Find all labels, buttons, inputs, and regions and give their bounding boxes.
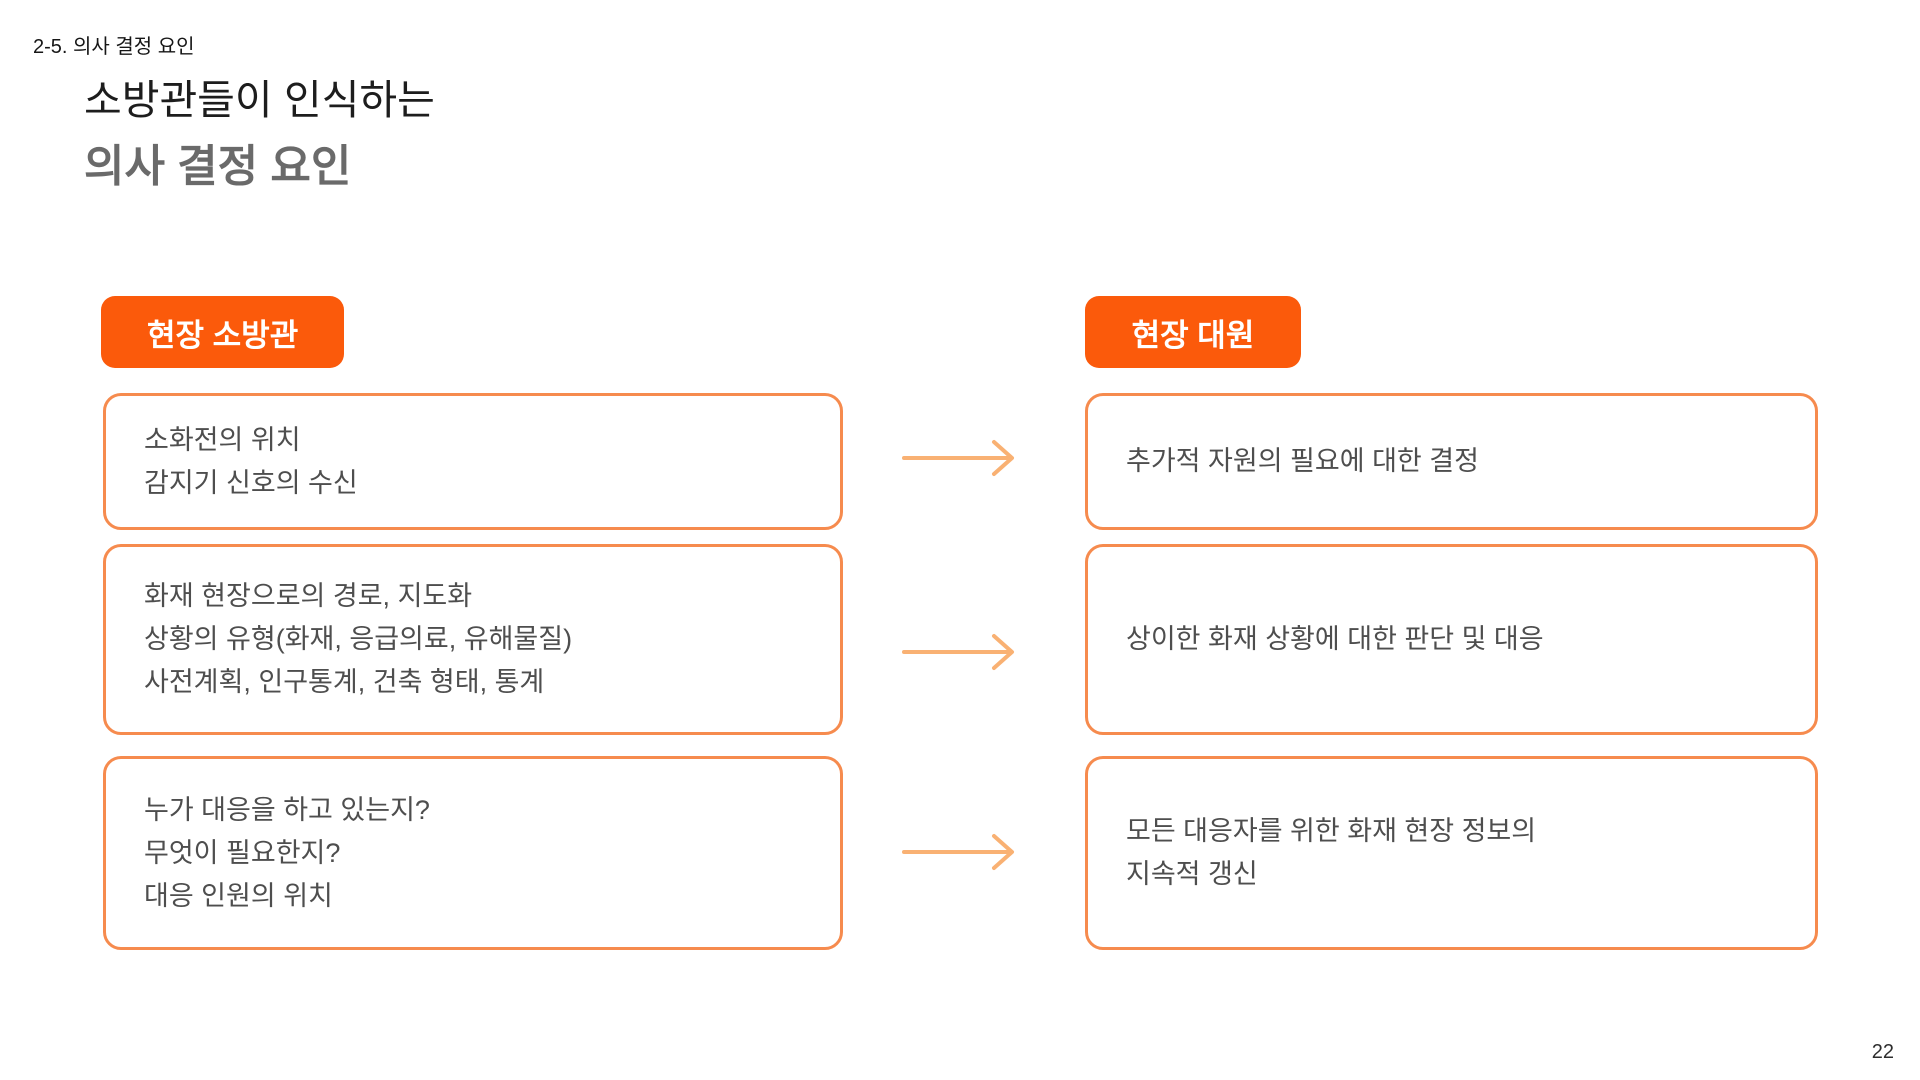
left-box-1: 소화전의 위치 감지기 신호의 수신: [103, 393, 843, 530]
left-box-2-line-3: 사전계획, 인구통계, 건축 형태, 통계: [144, 667, 545, 697]
left-box-3-line-3: 대응 인원의 위치: [144, 880, 333, 911]
left-box-3: 누가 대응을 하고 있는지? 무엇이 필요한지? 대응 인원의 위치: [103, 756, 843, 950]
right-box-1-line-1: 추가적 자원의 필요에 대한 결정: [1126, 446, 1479, 476]
left-box-2: 화재 현장으로의 경로, 지도화 상황의 유형(화재, 응급의료, 유해물질) …: [103, 544, 843, 735]
right-arrow-icon: [902, 834, 1014, 870]
left-box-2-line-2: 상황의 유형(화재, 응급의료, 유해물질): [144, 624, 573, 654]
slide-title-line1: 소방관들이 인식하는: [84, 77, 435, 123]
right-box-2-line-1: 상이한 화재 상황에 대한 판단 및 대응: [1126, 624, 1544, 654]
left-box-3-line-1: 누가 대응을 하고 있는지?: [144, 794, 430, 825]
badge-field-firefighter: 현장 소방관: [101, 296, 345, 368]
right-box-1: 추가적 자원의 필요에 대한 결정: [1085, 393, 1818, 530]
badge-field-crew: 현장 대원: [1085, 296, 1301, 368]
right-box-3: 모든 대응자를 위한 화재 현장 정보의 지속적 갱신: [1085, 756, 1818, 950]
left-box-3-line-2: 무엇이 필요한지?: [144, 837, 341, 868]
section-label: 2-5. 의사 결정 요인: [33, 36, 195, 58]
page-number: 22: [1871, 1041, 1894, 1063]
right-box-3-line-1: 모든 대응자를 위한 화재 현장 정보의: [1126, 816, 1537, 846]
left-box-2-line-1: 화재 현장으로의 경로, 지도화: [144, 581, 473, 611]
right-arrow-icon: [902, 634, 1014, 670]
right-box-3-line-2: 지속적 갱신: [1126, 859, 1258, 889]
slide-title-line2: 의사 결정 요인: [84, 142, 352, 191]
right-box-2: 상이한 화재 상황에 대한 판단 및 대응: [1085, 544, 1818, 735]
left-box-1-line-1: 소화전의 위치: [144, 424, 301, 455]
left-box-1-line-2: 감지기 신호의 수신: [144, 467, 358, 498]
right-arrow-icon: [902, 440, 1014, 476]
